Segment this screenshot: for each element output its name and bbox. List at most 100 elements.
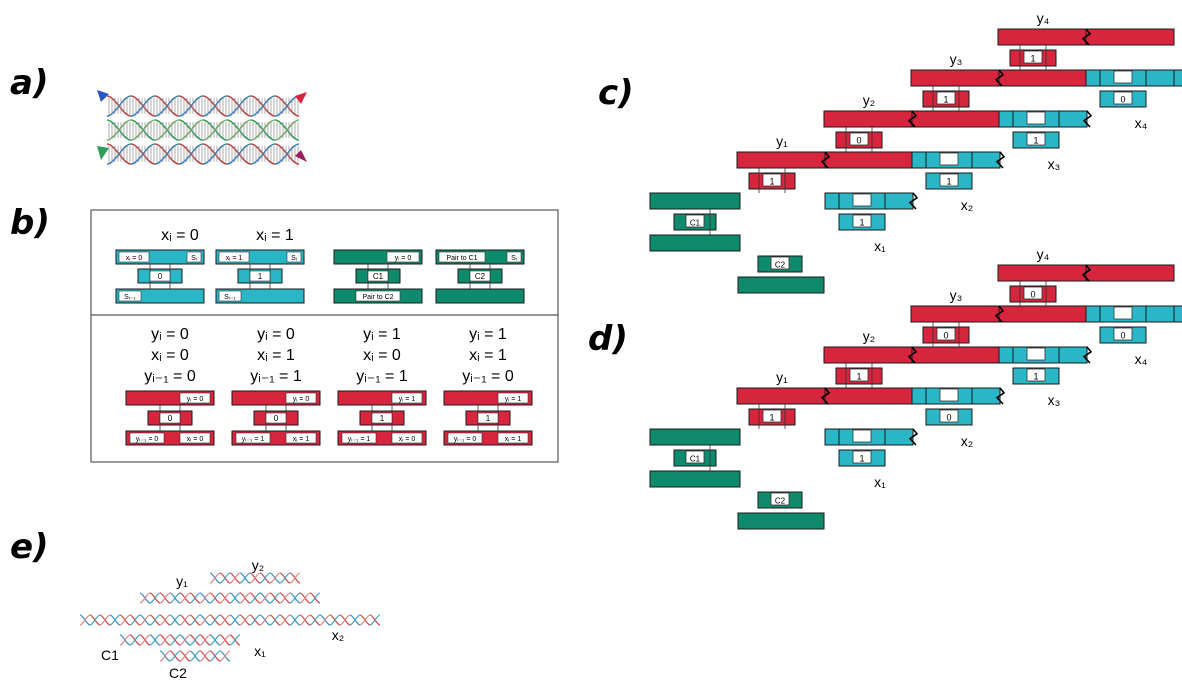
tile-top-right-label: yᵢ = 0 xyxy=(395,255,412,262)
truth-y: yᵢ = 0 xyxy=(151,326,189,343)
helix-strand xyxy=(106,119,132,141)
y1-strand-left xyxy=(736,387,826,405)
strand-segment xyxy=(369,614,381,626)
y3-bit: 0 xyxy=(943,331,948,341)
x2-spacer-box xyxy=(939,152,959,166)
x2-bit: 1 xyxy=(946,177,951,187)
header-x0: xᵢ = 0 xyxy=(161,227,199,244)
x1-label: x₁ xyxy=(874,474,886,490)
strand-segment xyxy=(279,592,291,604)
helix-strand xyxy=(178,143,204,165)
tile-label-box xyxy=(341,432,377,444)
tile-top-right-label: Sᵢ xyxy=(191,255,197,262)
y4-bit: 0 xyxy=(1030,290,1035,300)
helix-strand xyxy=(130,119,156,141)
y4-nick xyxy=(1081,28,1092,46)
tile-label-box xyxy=(249,270,271,282)
green-c1-bottom-strand xyxy=(649,234,741,252)
truth-x: xᵢ = 0 xyxy=(151,347,189,364)
strand-segment xyxy=(259,572,271,584)
tile-label-box xyxy=(235,432,271,444)
strand-segment xyxy=(189,634,201,646)
y3-bit: 1 xyxy=(943,95,948,105)
x2-bit: 0 xyxy=(946,413,951,423)
y3-strand-left xyxy=(910,69,1000,87)
strand-segment xyxy=(209,650,221,662)
tile-bottom-right-label: xᵢ = 0 xyxy=(399,436,416,443)
truth-yprev: yᵢ₋₁ = 1 xyxy=(250,368,302,385)
x4-bit-box xyxy=(1113,91,1133,105)
tile-top-label: yᵢ = 1 xyxy=(399,396,416,403)
y1-strand-right xyxy=(824,151,914,169)
strand-segment xyxy=(199,634,211,646)
tile-bottom-strand xyxy=(435,288,525,304)
tile-label-box xyxy=(118,251,150,263)
strand-segment xyxy=(229,572,241,584)
truth-yprev: yᵢ₋₁ = 1 xyxy=(356,368,408,385)
truth-y: yᵢ = 0 xyxy=(257,326,295,343)
strand-segment xyxy=(219,650,231,662)
tile-label-box xyxy=(285,432,317,444)
truth-yprev: yᵢ₋₁ = 0 xyxy=(144,368,196,385)
y1-strand-right xyxy=(824,387,914,405)
x1-nick xyxy=(908,192,919,210)
label-c1: C1 xyxy=(101,647,119,663)
tile-label-box xyxy=(391,392,423,404)
y4-strand-left xyxy=(997,264,1087,282)
y2-bit-box xyxy=(849,132,869,146)
x3-nick xyxy=(1082,110,1093,128)
strand-segment xyxy=(129,614,141,626)
x3-bit-box xyxy=(1026,132,1046,146)
x4-label: x₄ xyxy=(1135,115,1148,131)
helix-strand xyxy=(226,119,252,141)
tile-bottom-left-label: Sᵢ₋₁ xyxy=(124,294,136,301)
tile-bottom-right-label: xᵢ = 1 xyxy=(505,436,522,443)
panel-label-a: a) xyxy=(10,63,49,103)
strand-segment xyxy=(209,592,221,604)
y1-nick xyxy=(820,151,831,169)
strand-segment xyxy=(149,592,161,604)
strand-segment xyxy=(99,614,111,626)
x3-label: x₃ xyxy=(1048,156,1061,172)
strand-segment xyxy=(219,614,231,626)
label-y1: y₁ xyxy=(176,573,188,589)
tile-bottom-right-label: xᵢ = 1 xyxy=(293,436,310,443)
label-x2: x₂ xyxy=(332,627,344,643)
tile-bottom-left-label: yᵢ₋₁ = 0 xyxy=(454,436,477,443)
x3-bit: 1 xyxy=(1033,136,1038,146)
y1-bit-box xyxy=(762,173,782,187)
x1-spacer-box xyxy=(852,429,872,443)
tile-bottom-left-label: yᵢ₋₁ = 1 xyxy=(348,436,371,443)
strand-segment xyxy=(209,614,221,626)
strand-segment xyxy=(179,634,191,646)
tile-top-label: yᵢ = 0 xyxy=(187,396,204,403)
c2-label: C2 xyxy=(775,261,786,270)
tile-top-right-label: Sᵢ xyxy=(511,255,517,262)
strand-segment xyxy=(179,650,191,662)
tile-middle-label: 0 xyxy=(274,414,279,423)
y4-bit-box xyxy=(1023,286,1043,300)
helix-strand xyxy=(250,95,276,117)
helix-strand xyxy=(202,95,228,117)
tile-top-label: yᵢ = 1 xyxy=(505,396,522,403)
green-c2-strand xyxy=(737,276,825,294)
helix-strand xyxy=(274,119,300,141)
x1-nick xyxy=(908,428,919,446)
helix-strand xyxy=(226,143,252,165)
x3-bit-box xyxy=(1026,368,1046,382)
panel-label-d: d) xyxy=(588,319,628,359)
x1-bit: 1 xyxy=(859,454,864,464)
y2-nick xyxy=(907,110,918,128)
y2-strand-left xyxy=(823,346,913,364)
tile-label-box xyxy=(129,432,165,444)
tile-top-label: yᵢ = 0 xyxy=(293,396,310,403)
y4-bit-box xyxy=(1023,50,1043,64)
truth-x: xᵢ = 1 xyxy=(257,347,295,364)
y3-bit-box xyxy=(936,91,956,105)
strand-segment xyxy=(339,614,351,626)
tile-label-box xyxy=(285,392,317,404)
header-x1: xᵢ = 1 xyxy=(256,227,294,244)
strand-segment xyxy=(79,614,91,626)
strand-segment xyxy=(169,592,181,604)
strand-segment xyxy=(119,634,131,646)
